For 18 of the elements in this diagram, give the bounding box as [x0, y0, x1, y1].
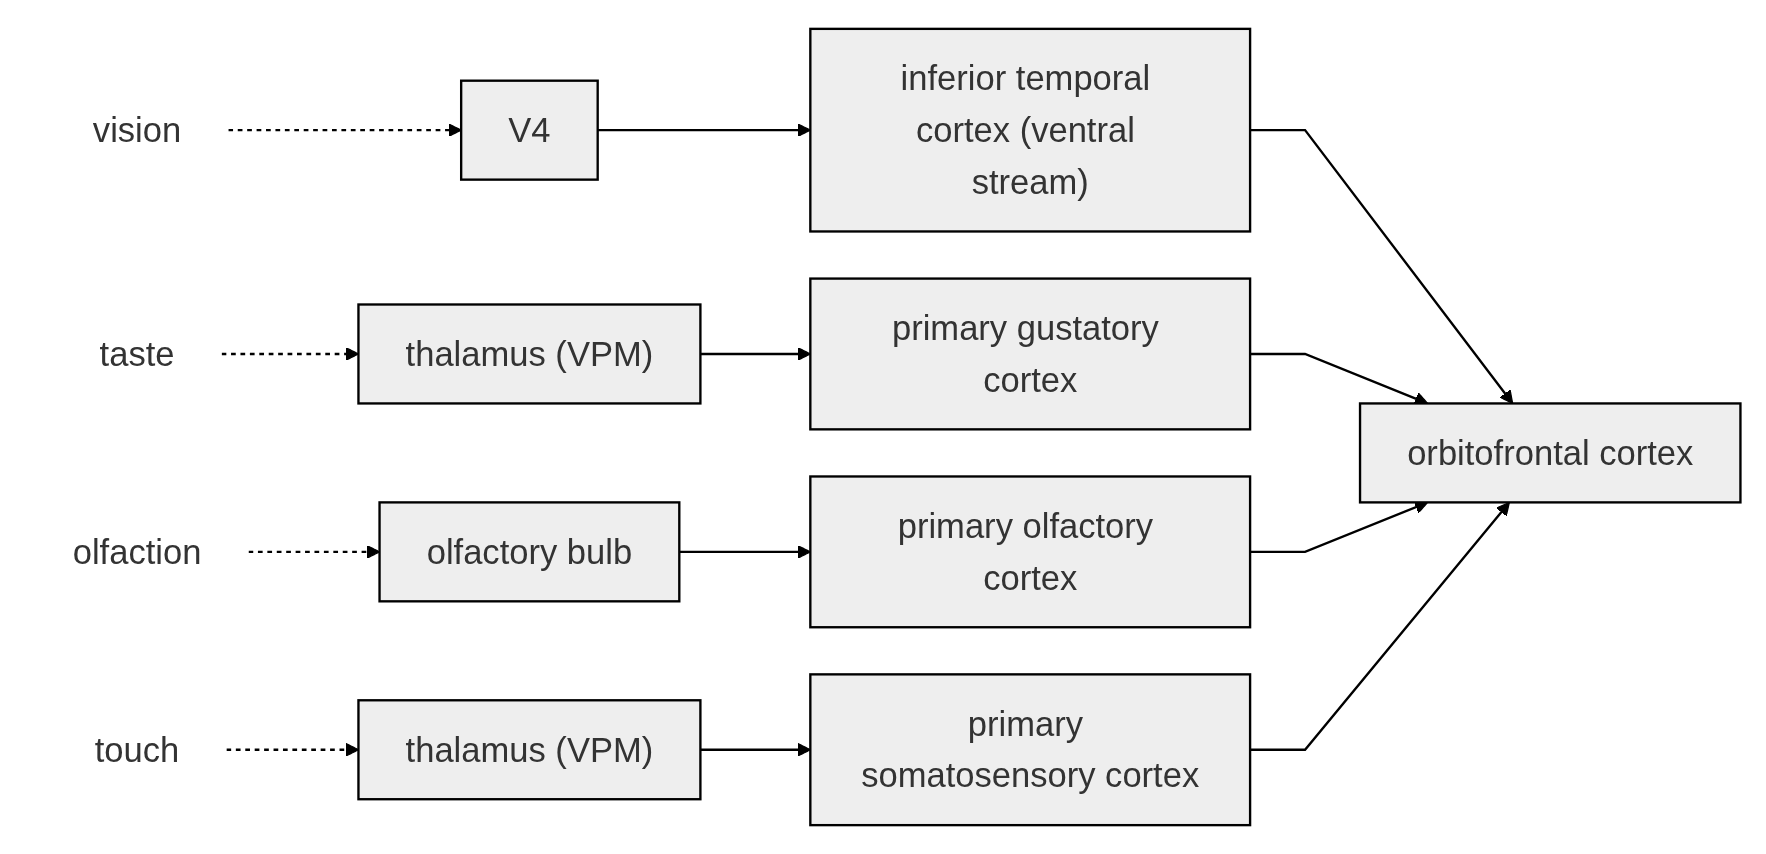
node-text: touch [94, 730, 180, 770]
node-box: thalamus (VPM) [357, 699, 702, 801]
arrow [228, 123, 462, 138]
node-box: olfactory bulb [378, 501, 681, 603]
arrow [700, 742, 811, 757]
node-text: taste [99, 334, 175, 374]
node-box: primary olfactory cortex [809, 475, 1252, 629]
node-box: primary gustatory cortex [809, 277, 1252, 431]
node-box: thalamus (VPM) [357, 303, 702, 405]
node-box: orbitofrontal cortex [1358, 402, 1742, 504]
arrow [679, 544, 811, 559]
node-box: primary somatosensory cortex [809, 673, 1252, 827]
arrow [597, 123, 811, 138]
node-box: inferior temporal cortex (ventral stream) [809, 27, 1252, 233]
arrow [700, 347, 811, 361]
node-text: vision [92, 110, 182, 150]
node-text: olfaction [72, 532, 202, 572]
node-box: V4 [460, 79, 599, 181]
